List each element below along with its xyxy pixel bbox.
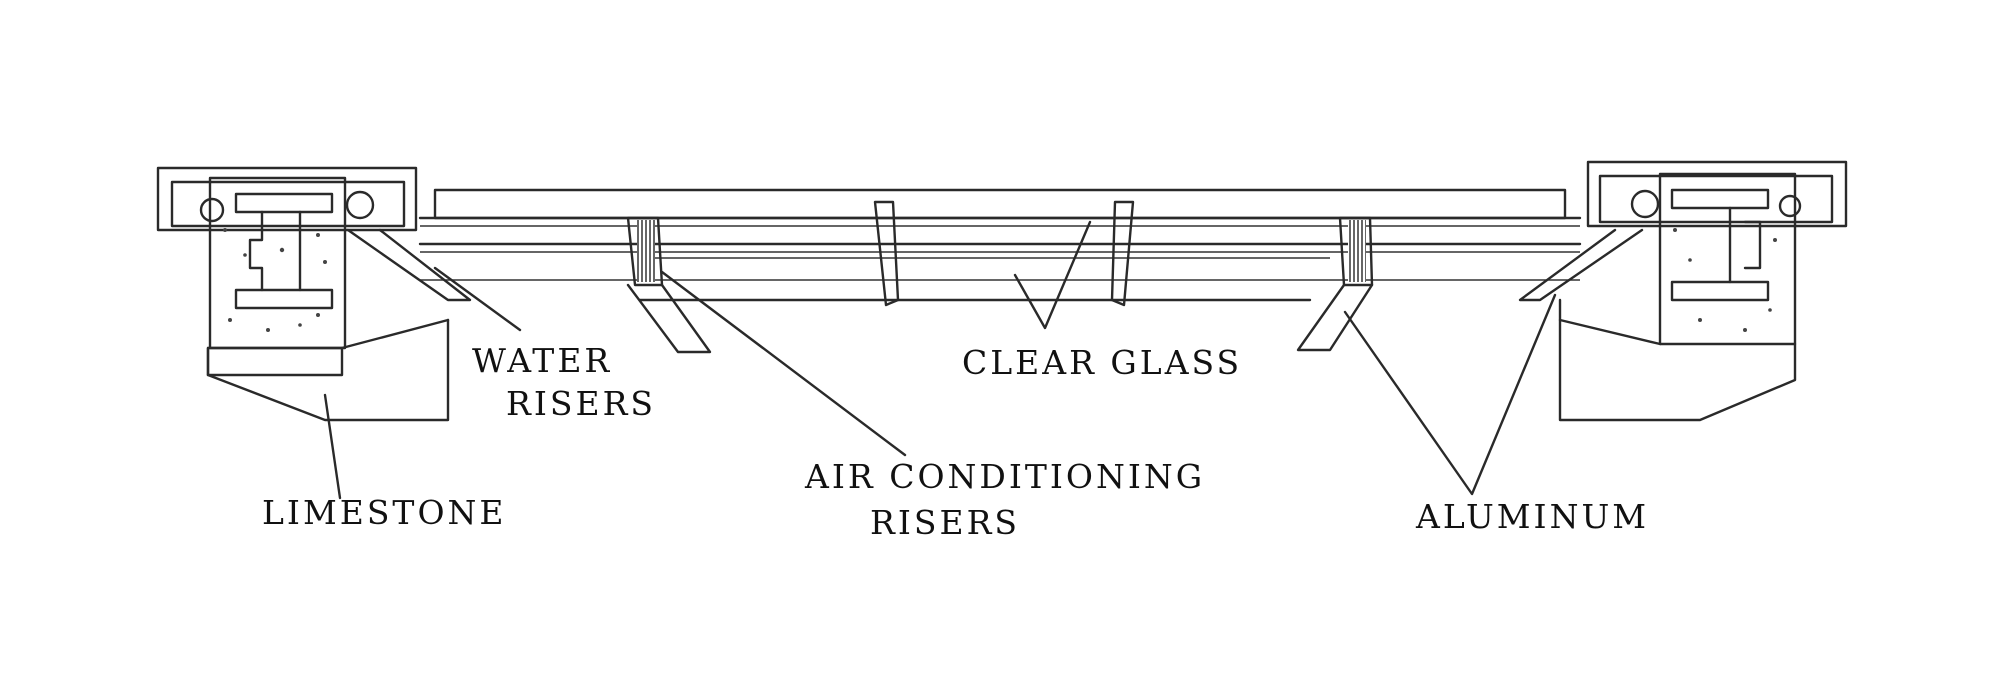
leader-lines bbox=[323, 220, 1557, 500]
left-pier bbox=[156, 166, 472, 422]
mullions bbox=[626, 200, 1374, 354]
label-water-line1: WATER bbox=[472, 341, 612, 380]
label-aluminum: ALUMINUM bbox=[1415, 497, 1649, 536]
label-water-line2: RISERS bbox=[506, 384, 656, 423]
label-air-line1: AIR CONDITIONING bbox=[804, 457, 1205, 496]
labels: WATER RISERS LIMESTONE AIR CONDITIONING … bbox=[262, 341, 1649, 542]
label-clear-glass: CLEAR GLASS bbox=[962, 343, 1242, 382]
glass-band bbox=[418, 188, 1582, 302]
label-limestone: LIMESTONE bbox=[262, 493, 506, 532]
right-pier bbox=[1518, 160, 1848, 422]
label-air-line2: RISERS bbox=[870, 503, 1020, 542]
